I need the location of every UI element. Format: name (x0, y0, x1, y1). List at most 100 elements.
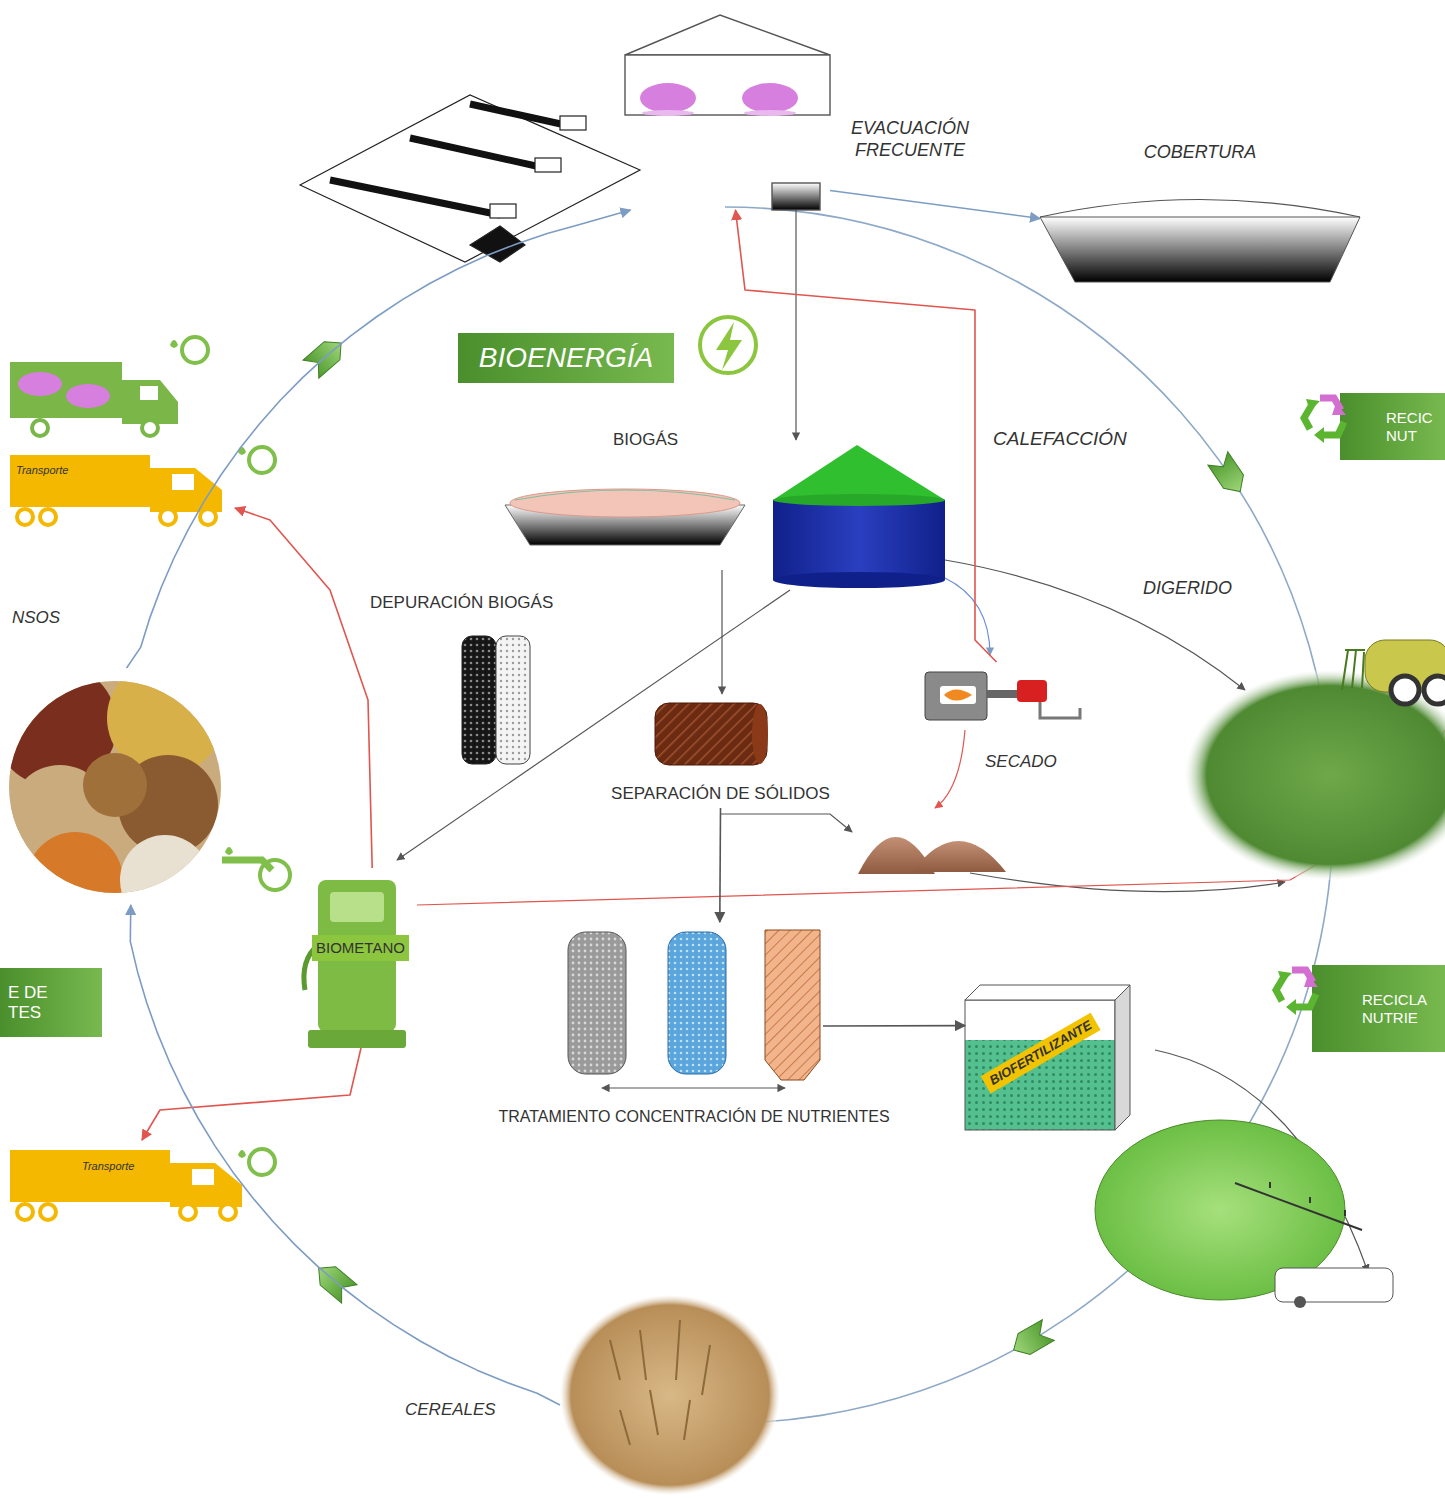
title-box: BIOENERGÍA (458, 333, 674, 383)
treatment-columns (668, 932, 726, 1074)
digester (773, 445, 945, 500)
recycle-box: RECICLA NUTRIE (1312, 965, 1445, 1052)
feed-circle: NSOS (10, 668, 222, 905)
connector (830, 191, 1040, 219)
cycle-chevron (1208, 452, 1250, 499)
biomethane-pump: BIOMETANO (305, 868, 417, 1048)
field (1275, 1268, 1393, 1302)
connector (719, 808, 721, 922)
digester (773, 445, 945, 588)
farm-barn (640, 83, 696, 113)
farm-barn (772, 183, 820, 210)
feed-grains (27, 832, 123, 928)
biogas-lagoon (505, 489, 745, 545)
dryer-burner (944, 690, 972, 701)
biogas-filter (462, 636, 530, 764)
farm-barn (625, 15, 830, 55)
truck (160, 509, 176, 525)
node-label: BIOENERGÍA (479, 342, 653, 374)
pig-truck (32, 420, 48, 436)
fuel-icon (249, 447, 275, 473)
connector (142, 1048, 361, 1140)
pig-truck (10, 362, 178, 436)
truck (10, 455, 150, 507)
dryer-burner (925, 672, 987, 720)
node-label: DEPURACIÓN BIOGÁS (370, 593, 553, 613)
node-label: CEREALES (405, 1400, 496, 1420)
flow-line (945, 560, 1245, 690)
recycle-arrowhead (1286, 999, 1296, 1015)
dryer-burner (925, 672, 1080, 720)
node-label: BIOGÁS (613, 430, 678, 450)
pig-truck (10, 362, 122, 418)
pig-sheds (490, 204, 516, 218)
recycle-arrowhead (1314, 427, 1324, 443)
truck (172, 474, 194, 490)
farm-barn: EVACUACIÓN FRECUENTE (620, 15, 830, 210)
biogas-lagoon: BIOGÁS (505, 475, 745, 550)
field (1342, 650, 1365, 690)
digester (773, 500, 945, 580)
pig-truck (66, 384, 110, 408)
node-label: SEPARACIÓN DE SÓLIDOS (593, 784, 848, 804)
digester (773, 572, 945, 588)
recycle-arrowhead (1304, 975, 1318, 987)
field (1270, 1182, 1345, 1216)
field (1294, 1296, 1306, 1308)
pig-truck (18, 372, 62, 396)
pig-sheds (300, 95, 640, 262)
covered-lagoon: COBERTURA (1040, 190, 1360, 285)
solid-piles (912, 841, 1006, 872)
truck (10, 455, 222, 525)
pig-truck (140, 386, 158, 400)
treatment-columns: TRATAMIENTO CONCENTRACIÓN DE NUTRIENTES (565, 922, 823, 1082)
feed-grains (83, 753, 147, 817)
node-label: Transporte (16, 464, 68, 477)
node-label: COBERTURA (1040, 142, 1360, 164)
pig-sheds (330, 180, 500, 215)
flow-line (602, 1087, 785, 1088)
treatment-columns (568, 930, 820, 1080)
transport-box: E DE TES (0, 968, 102, 1037)
field (1185, 670, 1445, 880)
treatment-columns (568, 932, 626, 1074)
covered-lagoon (1040, 200, 1360, 283)
flow-line (721, 570, 722, 694)
biofertilizer-tank (1115, 985, 1130, 1130)
truck (220, 1204, 236, 1220)
cycle-chevron (1008, 1320, 1055, 1361)
cereal-field (560, 1295, 780, 1495)
covered-lagoon (1040, 217, 1360, 282)
node-label: TRATAMIENTO CONCENTRACIÓN DE NUTRIENTES (475, 1107, 913, 1126)
truck (10, 1150, 242, 1220)
energy-icon (700, 317, 756, 373)
field (1235, 1183, 1362, 1230)
biofertilizer-tank: BIOFERTILIZANTE (965, 985, 1130, 1130)
node-label: Transporte (82, 1160, 134, 1173)
pig-sheds (535, 158, 561, 172)
fuel-icon (249, 1149, 275, 1175)
biogas-lagoon (510, 489, 740, 517)
recycle-arrowhead (1306, 399, 1320, 411)
node-label: RECIC NUT (1386, 409, 1441, 444)
solid-separator: SEPARACIÓN DE SÓLIDOS (593, 698, 848, 808)
biogas-filter: DEPURACIÓN BIOGÁS (455, 630, 535, 765)
biogas-lagoon (515, 490, 735, 500)
solid-piles (858, 837, 1006, 874)
node-label: BIOFERTILIZANTE (981, 1012, 1101, 1093)
node-label: SECADO (985, 752, 1057, 772)
solid-separator (655, 703, 767, 765)
pig-truck (122, 380, 178, 424)
field (1391, 676, 1419, 704)
node-label: BIOMETANO (312, 935, 409, 961)
field (1424, 676, 1445, 704)
flow-line (970, 873, 1285, 892)
connector (235, 508, 372, 868)
feed-grains (120, 835, 210, 925)
edge-label: CALEFACCIÓN (990, 428, 1130, 451)
node-label: RECICLA NUTRIE (1362, 991, 1442, 1026)
truck: Transporte (10, 1140, 250, 1225)
truck (10, 1150, 170, 1202)
